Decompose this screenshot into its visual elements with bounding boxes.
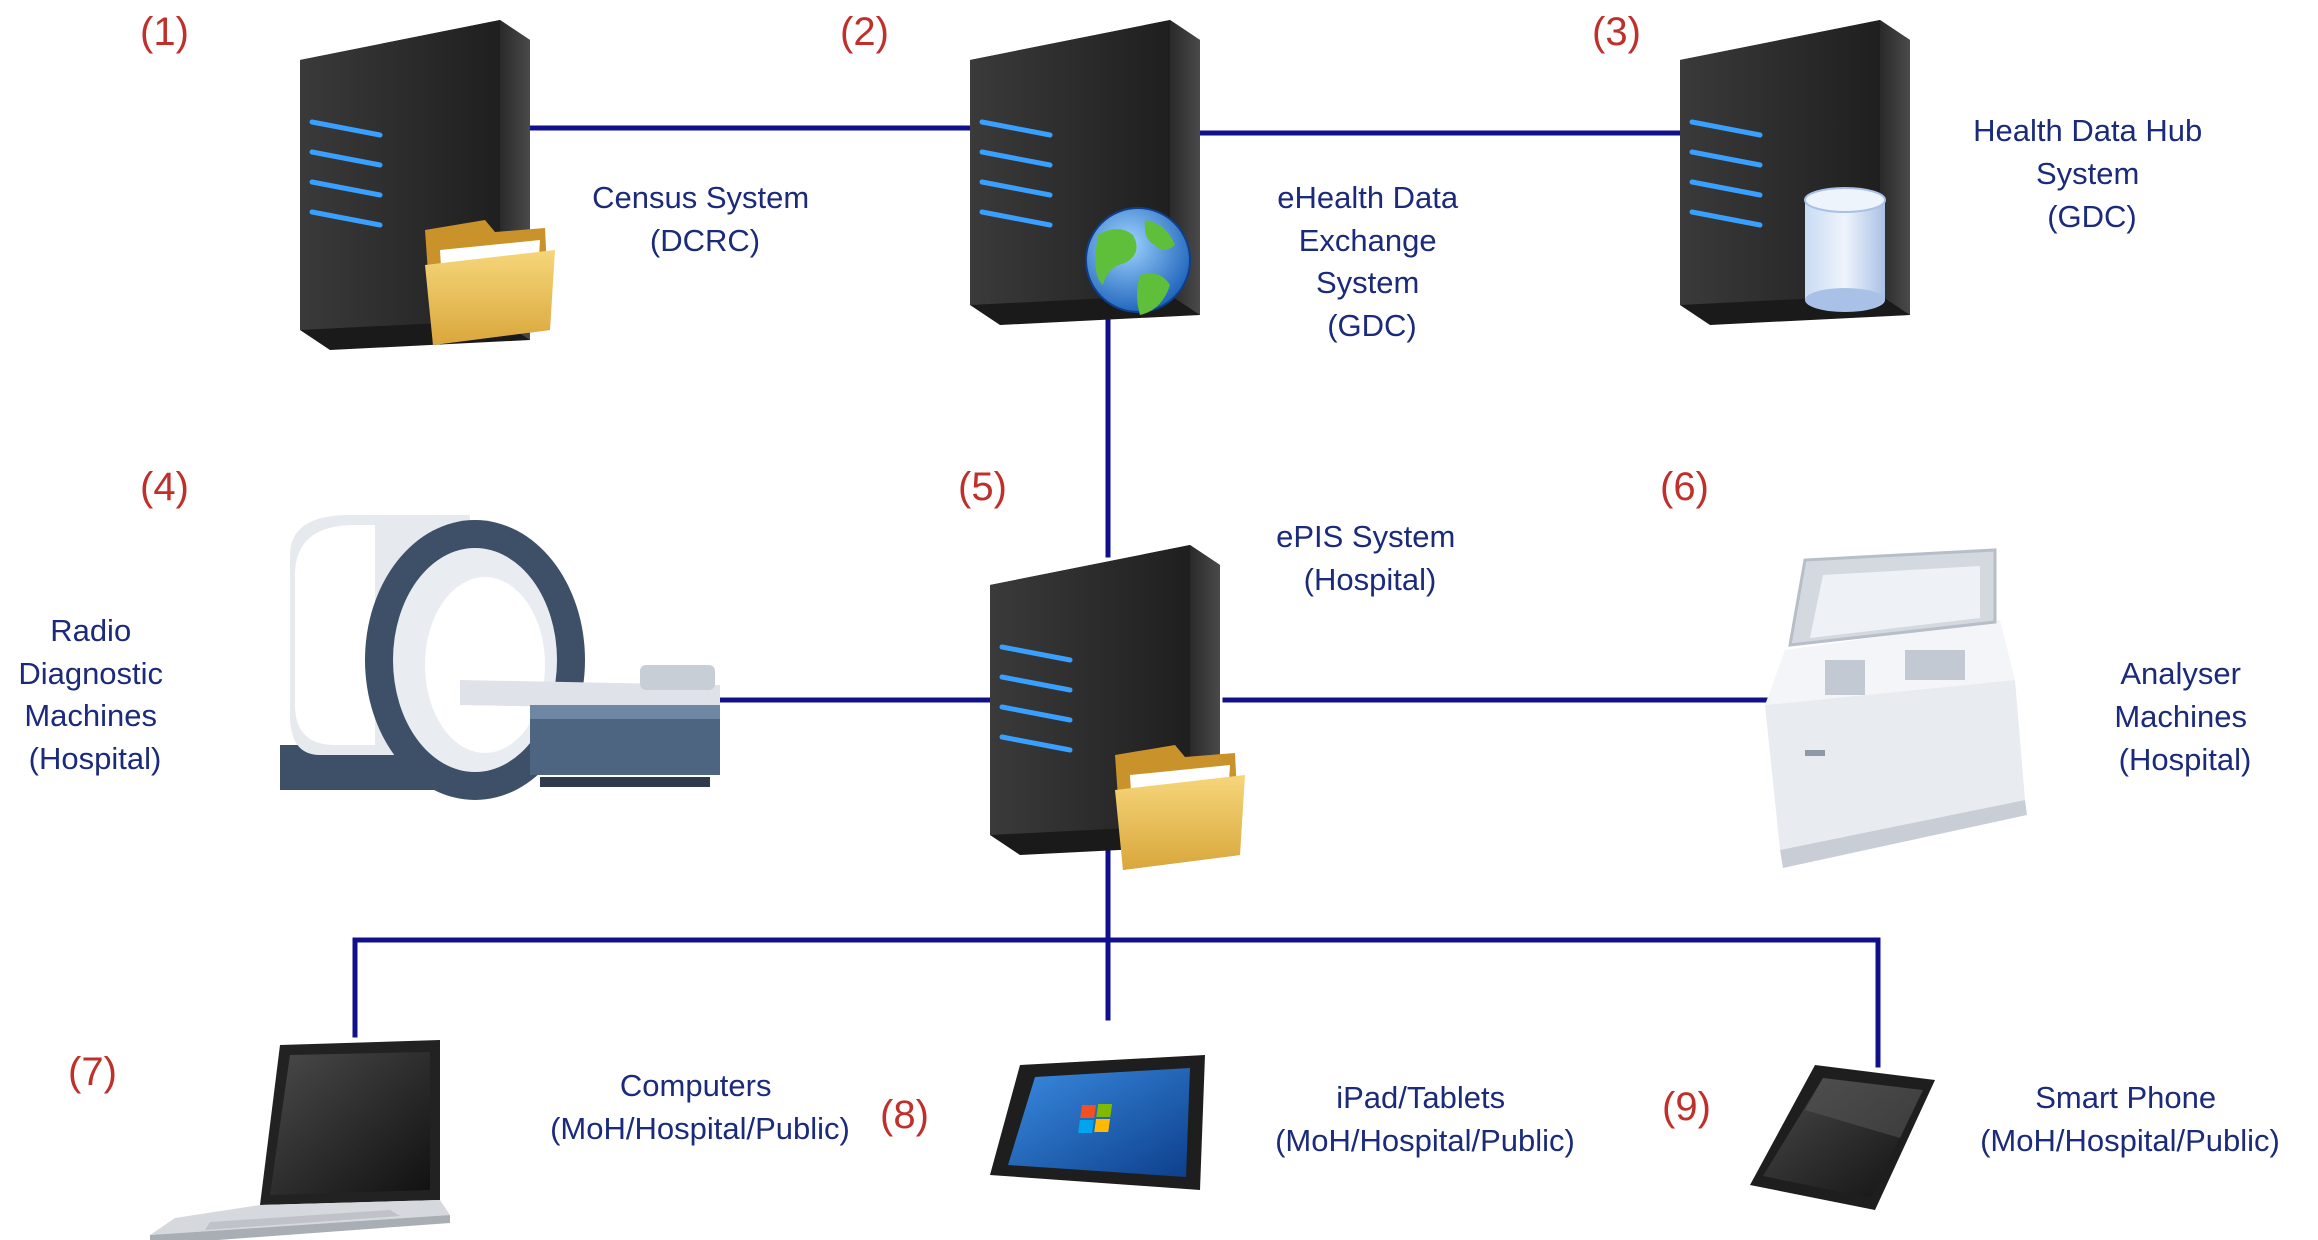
database-icon xyxy=(1804,187,1886,312)
laptop-icon xyxy=(150,1040,450,1240)
ehealth-label: eHealth Data Exchange System (GDC) xyxy=(1277,180,1467,343)
phone-label: Smart Phone (MoH/Hospital/Public) xyxy=(1980,1080,2280,1158)
folder-icon xyxy=(1115,745,1245,870)
globe-icon xyxy=(1085,207,1191,315)
hub-label: Health Data Hub System (GDC) xyxy=(1973,113,2211,234)
node-number: (1) xyxy=(140,10,189,54)
node-number: (6) xyxy=(1660,465,1709,509)
node-number: (4) xyxy=(140,465,189,509)
smartphone-icon xyxy=(1750,1065,1935,1210)
node-number: (8) xyxy=(880,1093,929,1137)
analyser-machine-icon xyxy=(1765,548,2027,868)
epis-label: ePIS System (Hospital) xyxy=(1276,519,1464,597)
ehealth-server-icon xyxy=(970,20,1200,325)
node-number: (3) xyxy=(1592,10,1641,54)
bus-bottom xyxy=(352,937,1881,1068)
folder-icon xyxy=(425,220,555,345)
tablet-icon xyxy=(990,1055,1205,1190)
node-number: (7) xyxy=(68,1050,117,1094)
hub-server-icon xyxy=(1680,20,1910,325)
radio-label: Radio Diagnostic Machines (Hospital) xyxy=(18,613,171,776)
connections xyxy=(352,125,1881,1068)
epis-server-icon xyxy=(990,545,1245,870)
census-server-icon xyxy=(300,20,555,350)
node-numbers: (1) (2) (3) (4) (5) (6) (7) (8) (9) xyxy=(68,10,1711,1137)
node-number: (9) xyxy=(1662,1085,1711,1129)
census-label: Census System (DCRC) xyxy=(592,180,818,258)
node-number: (5) xyxy=(958,465,1007,509)
computers-label: Computers (MoH/Hospital/Public) xyxy=(550,1068,850,1146)
ct-scanner-icon xyxy=(280,515,720,800)
analyser-label: Analyser Machines (Hospital) xyxy=(2114,656,2255,777)
tablets-label: iPad/Tablets (MoH/Hospital/Public) xyxy=(1275,1080,1575,1158)
node-number: (2) xyxy=(840,10,889,54)
node-labels: Census System (DCRC) eHealth Data Exchan… xyxy=(18,113,2280,1158)
